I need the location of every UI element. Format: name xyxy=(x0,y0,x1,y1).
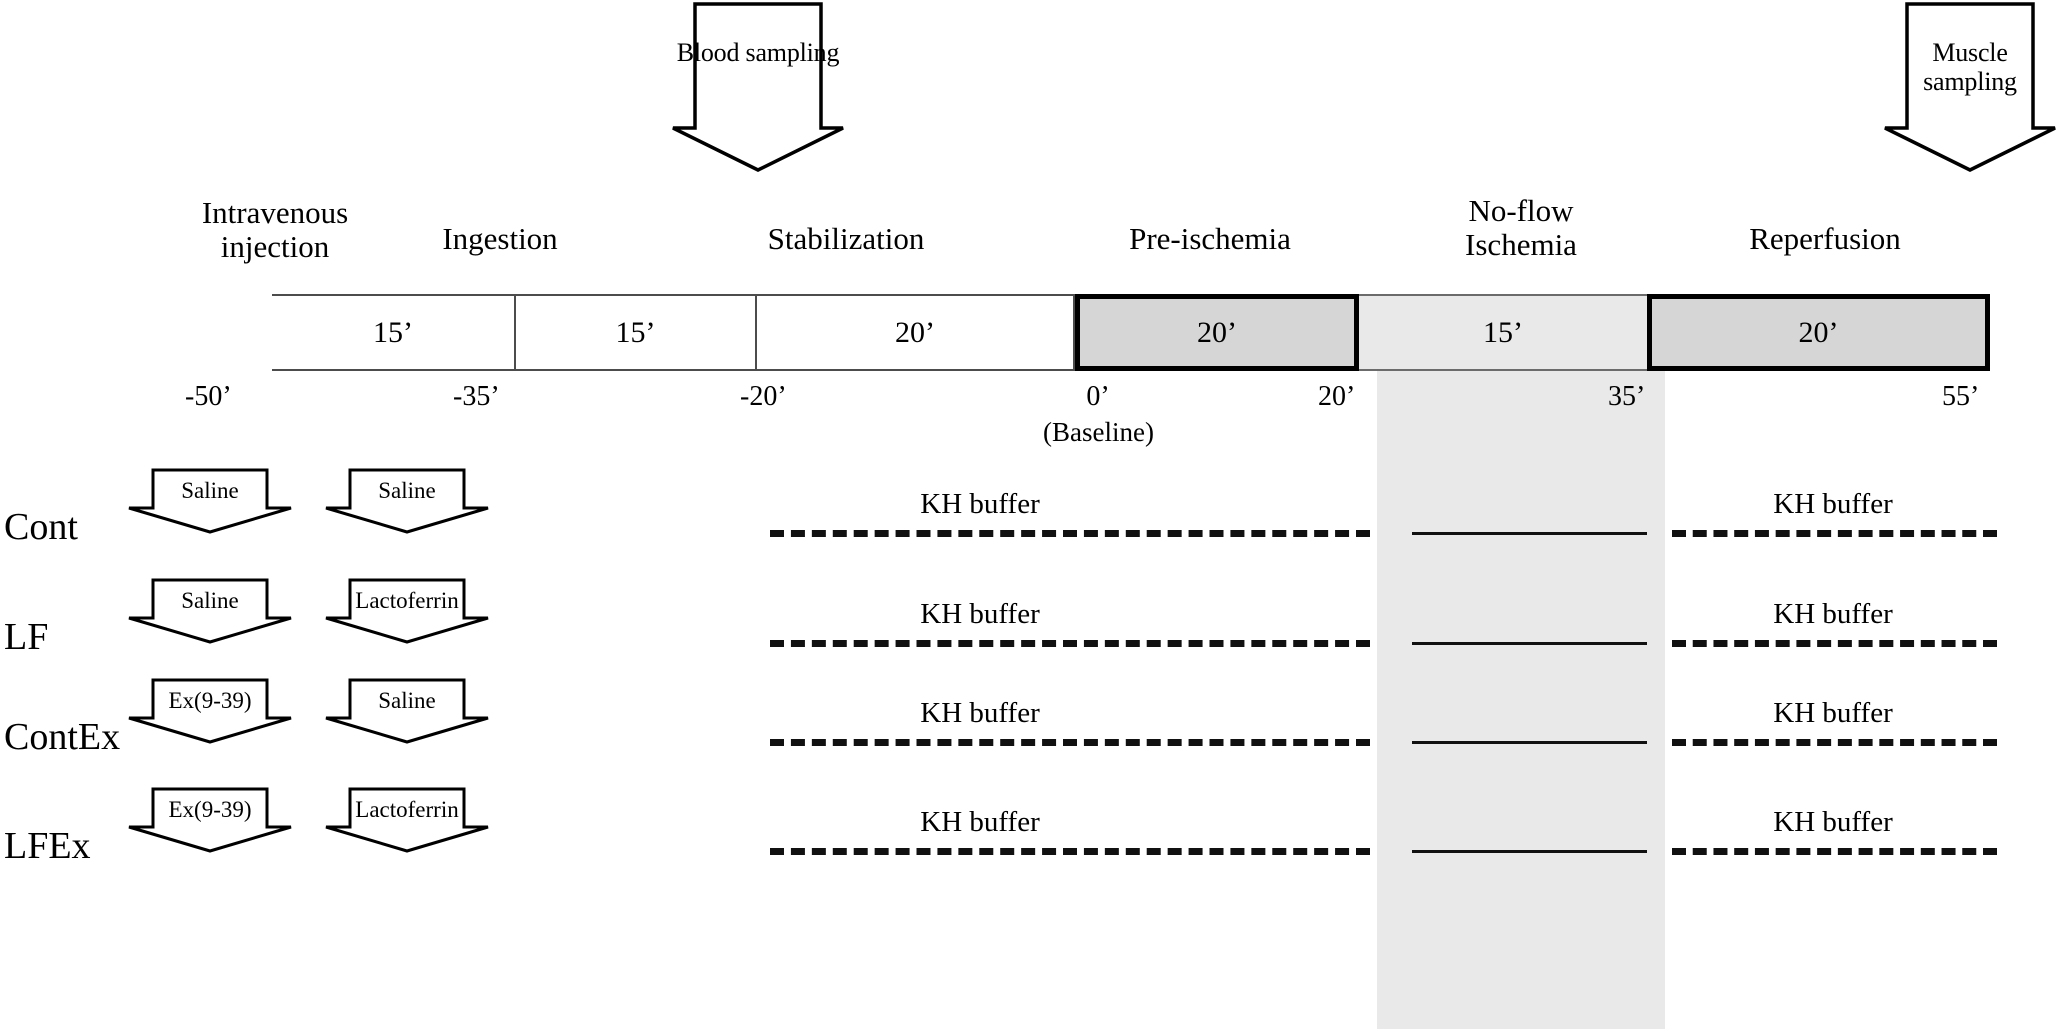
timeline-segment-ingestion: 15’ xyxy=(516,294,757,371)
tick-label: -35’ xyxy=(453,381,500,412)
tick-55: 55’ xyxy=(1942,381,1979,413)
tick-minus-50: -50’ xyxy=(185,381,232,413)
callout-label: Saline xyxy=(181,478,239,503)
segment-duration: 20’ xyxy=(1798,315,1839,349)
tick-label: -20’ xyxy=(740,381,787,412)
callout-lf-ingestion: Lactoferrin xyxy=(325,578,489,644)
perfusion-line-cont-reperfusion xyxy=(1672,530,1997,537)
ischemia-highlight-band xyxy=(1377,294,1665,1029)
tick-label: 55’ xyxy=(1942,381,1980,412)
segment-duration: 20’ xyxy=(1197,315,1237,349)
tick-0: 0’ (Baseline) xyxy=(1043,381,1154,448)
timeline-segment-stabilization: 20’ xyxy=(757,294,1075,371)
ischemia-line-contex xyxy=(1412,741,1647,744)
segment-duration: 15’ xyxy=(615,315,656,349)
perfusate-label-lfex-pre-ischemia: KH buffer xyxy=(920,806,1040,838)
perfusate-label-lfex-reperfusion: KH buffer xyxy=(1773,806,1893,838)
tick-minus-35: -35’ xyxy=(453,381,500,413)
segment-duration: 15’ xyxy=(373,315,413,349)
perfusion-line-contex-pre-ischemia xyxy=(770,739,1370,746)
group-label-lfex: LFEx xyxy=(4,825,91,867)
perfusion-line-lf-reperfusion xyxy=(1672,640,1997,647)
perfusate-label-lf-pre-ischemia: KH buffer xyxy=(920,598,1040,630)
callout-lfex-ingestion: Lactoferrin xyxy=(325,787,489,853)
callout-contex-injection: Ex(9-39) xyxy=(128,678,292,744)
callout-label: Saline xyxy=(378,478,436,503)
ischemia-line-cont xyxy=(1412,532,1647,535)
phase-label-pre-ischemia: Pre-ischemia xyxy=(1129,221,1291,256)
perfusion-line-lf-pre-ischemia xyxy=(770,640,1370,647)
blood-sampling-label: Blood sampling xyxy=(676,38,840,67)
callout-label: Saline xyxy=(378,688,436,713)
tick-20: 20’ xyxy=(1318,381,1355,413)
phase-label-ingestion: Ingestion xyxy=(442,221,558,256)
phase-label-no-flow-ischemia: No-flow Ischemia xyxy=(1465,193,1577,263)
tick-label: 35’ xyxy=(1608,381,1646,412)
callout-lf-injection: Saline xyxy=(128,578,292,644)
tick-35: 35’ xyxy=(1608,381,1645,413)
tick-minus-20: -20’ xyxy=(740,381,787,413)
tick-label: 0’ xyxy=(1086,381,1110,412)
blood-sampling-arrow: Blood sampling xyxy=(672,2,844,172)
group-label-contex: ContEx xyxy=(4,716,121,758)
perfusion-line-lfex-pre-ischemia xyxy=(770,848,1370,855)
callout-contex-ingestion: Saline xyxy=(325,678,489,744)
tick-label: -50’ xyxy=(185,381,232,412)
timeline-segment-intravenous-injection: 15’ xyxy=(272,294,516,371)
muscle-sampling-label: Muscle sampling xyxy=(1923,38,2017,97)
timeline-segment-no-flow-ischemia: 15’ xyxy=(1359,294,1647,371)
segment-duration: 15’ xyxy=(1483,315,1523,349)
group-label-cont: Cont xyxy=(4,506,78,548)
callout-label: Lactoferrin xyxy=(355,588,459,613)
callout-cont-ingestion: Saline xyxy=(325,468,489,534)
timeline-segment-reperfusion: 20’ xyxy=(1647,294,1990,371)
perfusate-label-lf-reperfusion: KH buffer xyxy=(1773,598,1893,630)
group-label-lf: LF xyxy=(4,616,49,658)
perfusion-line-lfex-reperfusion xyxy=(1672,848,1997,855)
ischemia-line-lf xyxy=(1412,642,1647,645)
phase-label-stabilization: Stabilization xyxy=(767,221,925,256)
callout-label: Ex(9-39) xyxy=(168,688,252,713)
callout-label: Lactoferrin xyxy=(355,797,459,822)
tick-sublabel: (Baseline) xyxy=(1043,417,1154,447)
timeline-bar: 15’ 15’ 20’ 20’ 15’ 20’ xyxy=(272,294,1990,371)
perfusate-label-contex-pre-ischemia: KH buffer xyxy=(920,697,1040,729)
callout-label: Ex(9-39) xyxy=(168,797,252,822)
callout-label: Saline xyxy=(181,588,239,613)
callout-cont-injection: Saline xyxy=(128,468,292,534)
phase-label-intravenous-injection: Intravenous injection xyxy=(201,195,349,265)
segment-duration: 20’ xyxy=(895,315,935,349)
muscle-sampling-arrow: Muscle sampling xyxy=(1884,2,2056,172)
perfusate-label-cont-pre-ischemia: KH buffer xyxy=(920,488,1040,520)
perfusate-label-cont-reperfusion: KH buffer xyxy=(1773,488,1893,520)
phase-label-reperfusion: Reperfusion xyxy=(1749,221,1901,256)
callout-lfex-injection: Ex(9-39) xyxy=(128,787,292,853)
timeline-segment-pre-ischemia: 20’ xyxy=(1075,294,1359,371)
perfusion-line-contex-reperfusion xyxy=(1672,739,1997,746)
tick-label: 20’ xyxy=(1318,381,1356,412)
ischemia-line-lfex xyxy=(1412,850,1647,853)
perfusion-line-cont-pre-ischemia xyxy=(770,530,1370,537)
perfusate-label-contex-reperfusion: KH buffer xyxy=(1773,697,1893,729)
